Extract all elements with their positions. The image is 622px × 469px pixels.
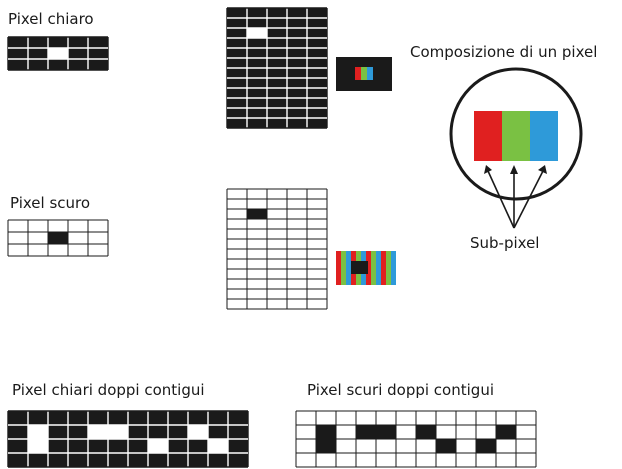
green-subpixel: [502, 111, 530, 161]
highlighted-pixel: [88, 425, 108, 439]
highlighted-pixel: [108, 425, 128, 439]
highlighted-pixel: [247, 28, 267, 38]
highlighted-pixel: [416, 425, 436, 439]
blue-subpixel: [530, 111, 558, 161]
dark-pixel-small-grid: [7, 219, 109, 257]
double-dark-grid: [295, 410, 537, 468]
highlighted-pixel: [356, 425, 376, 439]
highlighted-pixel: [148, 439, 168, 453]
pixel-composition-circle: [449, 67, 583, 229]
highlighted-pixel: [247, 209, 267, 219]
adjacent-double-dark-label: Pixel scuri doppi contigui: [307, 381, 494, 399]
bright-pixel-large-grid: [226, 7, 328, 129]
dark-pixel-magnified: [336, 251, 396, 285]
highlighted-pixel: [28, 439, 48, 453]
double-bright-grid: [7, 410, 249, 468]
pixel-composition-label: Composizione di un pixel: [410, 43, 598, 61]
highlighted-pixel: [316, 425, 336, 439]
dark-pixel-label: Pixel scuro: [10, 194, 91, 212]
bright-pixel-small-grid: [7, 36, 109, 71]
highlighted-pixel: [48, 232, 68, 244]
bright-pixel-label: Pixel chiaro: [8, 10, 94, 28]
subpixel-pointer-lines: [487, 170, 544, 229]
highlighted-pixel: [188, 425, 208, 439]
dark-pixel-large-grid: [226, 188, 328, 310]
red-subpixel: [474, 111, 502, 161]
subpixel-label: Sub-pixel: [470, 234, 540, 252]
bright-pixel-magnified: [336, 57, 392, 91]
subpixel-arrowheads: [484, 165, 547, 174]
highlighted-pixel: [476, 439, 496, 453]
highlighted-pixel: [376, 425, 396, 439]
highlighted-pixel: [28, 425, 48, 439]
dark-centre-pixel: [351, 261, 368, 274]
adjacent-double-bright-label: Pixel chiari doppi contigui: [12, 381, 205, 399]
highlighted-pixel: [436, 439, 456, 453]
highlighted-pixel: [496, 425, 516, 439]
highlighted-pixel: [48, 48, 68, 59]
highlighted-pixel: [208, 439, 228, 453]
highlighted-pixel: [316, 439, 336, 453]
